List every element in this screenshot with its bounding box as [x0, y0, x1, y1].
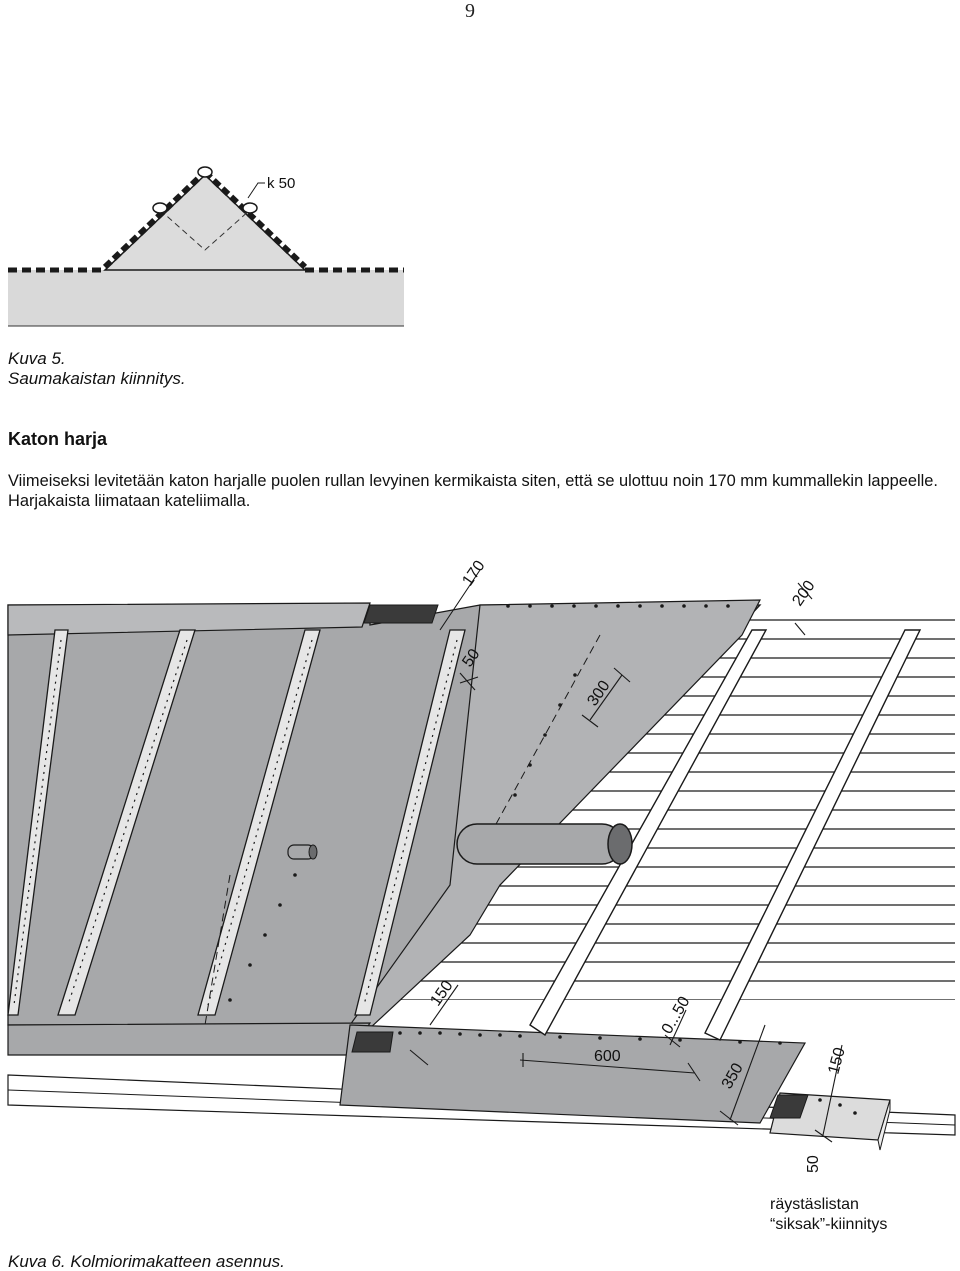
dimension-lines [409, 569, 843, 1143]
ridge-felt-strip [7, 602, 371, 636]
section-heading: Katon harja [8, 429, 108, 449]
felt-roll [456, 823, 633, 865]
triangular-battens-decking [529, 629, 922, 1041]
dim-200: 200 [789, 578, 818, 610]
label-k50: k 50 [267, 175, 295, 192]
figure5-caption-number: Kuva 5. [8, 349, 66, 368]
seam-strip-slope-left [102, 169, 208, 270]
figure5-ridge-seam-diagram: k 50 [8, 166, 404, 327]
triangular-battens-felt [7, 629, 466, 1016]
dim-0-50: 0...50 [659, 994, 694, 1037]
eave-felt-strip [339, 1024, 807, 1124]
section-paragraph: Viimeiseksi levitetään katon harjalle pu… [8, 472, 938, 510]
page-number: 9 [465, 0, 475, 22]
adhesive-tube [287, 844, 318, 860]
figure6-roof-installation-diagram: 170 200 50 300 150 0...50 600 350 150 50… [7, 558, 956, 1233]
eave-label-line1: räystäslistan [770, 1196, 859, 1213]
dim-50-bottom: 50 [805, 1155, 822, 1173]
seam-strip-slope-right [202, 169, 308, 270]
figure6-caption: Kuva 6. Kolmiorimakatteen asennus. [8, 1252, 285, 1271]
dim-150-right: 150 [825, 1046, 848, 1076]
eave-label-line2: “siksak”-kiinnitys [770, 1216, 887, 1233]
nail-dots [228, 604, 857, 1115]
dim-600: 600 [594, 1048, 621, 1065]
figure5-caption-text: Saumakaistan kiinnitys. [8, 369, 186, 388]
base-slab [8, 270, 404, 326]
dim-170: 170 [459, 558, 488, 590]
dark-felt-patches [351, 604, 809, 1119]
